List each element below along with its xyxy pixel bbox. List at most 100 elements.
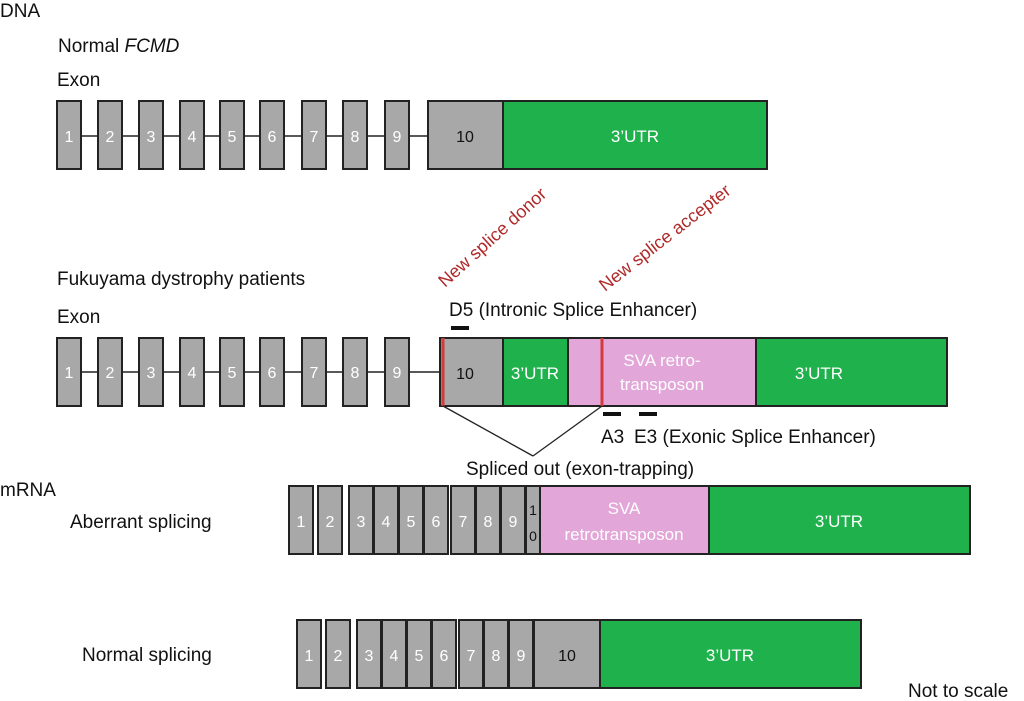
exon-9-label: 9 — [517, 648, 526, 665]
exon-8-label: 8 — [492, 648, 501, 665]
exon-1-label: 1 — [305, 648, 314, 665]
exon-6: 6 — [259, 100, 285, 170]
exon-5: 5 — [219, 337, 245, 407]
exon-1-label: 1 — [65, 365, 74, 382]
utr-box-2: 3’UTR — [755, 337, 948, 407]
exon-10-partial: 1 0 — [525, 485, 541, 555]
exon-9: 9 — [384, 100, 410, 170]
exon-8-label: 8 — [484, 514, 493, 531]
utr-label: 3’UTR — [706, 646, 754, 665]
exon-5: 5 — [219, 100, 245, 170]
exon-label-patients: Exon — [57, 307, 100, 328]
exon-5: 5 — [398, 485, 424, 555]
exon-8: 8 — [342, 100, 368, 170]
spliced-out-line-right — [532, 405, 603, 457]
exon-7: 7 — [458, 619, 484, 689]
exon-2: 2 — [97, 100, 123, 170]
exon-9-label: 9 — [509, 514, 518, 531]
exon-1: 1 — [296, 619, 322, 689]
normal-splicing-label: Normal splicing — [82, 645, 212, 666]
utr-box: 3’UTR — [708, 485, 971, 555]
exon-6-label: 6 — [268, 365, 277, 382]
exon-7: 7 — [301, 337, 327, 407]
exon-3-label: 3 — [147, 129, 156, 146]
exon-3-label: 3 — [147, 365, 156, 382]
exon-1: 1 — [56, 100, 82, 170]
exon-4-label: 4 — [390, 648, 399, 665]
exon-7-label: 7 — [310, 365, 319, 382]
sva-mrna-line-2: retrotransposon — [564, 525, 683, 544]
exon-2-label: 2 — [106, 129, 115, 146]
exon-4-label: 4 — [188, 129, 197, 146]
exon-3: 3 — [348, 485, 374, 555]
sva-mrna-line-1: SVA — [608, 499, 641, 518]
utr-box-1: 3’UTR — [502, 337, 569, 407]
utr-label: 3’UTR — [611, 127, 659, 146]
sva-line-2: transposon — [620, 375, 704, 394]
normal-mrna-track: 1 2 3 4 5 6 7 8 9 10 3’UTR — [296, 619, 862, 689]
exon-3-label: 3 — [357, 514, 366, 531]
exon-4: 4 — [373, 485, 399, 555]
exon-7: 7 — [450, 485, 476, 555]
exon-6-label: 6 — [440, 648, 449, 665]
utr-box: 3’UTR — [599, 619, 862, 689]
exon-7-label: 7 — [459, 514, 468, 531]
exon-2-label: 2 — [326, 514, 335, 531]
normal-gene-name: FCMD — [125, 36, 180, 57]
exon-6: 6 — [259, 337, 285, 407]
exon-9-label: 9 — [393, 129, 402, 146]
exon-10-label-top: 1 — [529, 502, 537, 518]
aberrant-splicing-label: Aberrant splicing — [70, 512, 212, 533]
sva-retrotransposon-box: SVA retrotransposon — [539, 485, 710, 555]
exon-10: 10 — [427, 100, 504, 170]
normal-gene-label: Normal FCMD — [58, 36, 180, 57]
exon-9: 9 — [500, 485, 526, 555]
exon-1: 1 — [56, 337, 82, 407]
exon-5-label: 5 — [228, 129, 237, 146]
exon-6-label: 6 — [268, 129, 277, 146]
exon-1-label: 1 — [65, 129, 74, 146]
exon-3: 3 — [356, 619, 382, 689]
exon-3: 3 — [138, 337, 164, 407]
e3-label: E3 (Exonic Splice Enhancer) — [634, 427, 876, 448]
utr-box: 3’UTR — [502, 100, 768, 170]
spliced-out-line-left — [442, 405, 534, 457]
mrna-label: mRNA — [0, 480, 56, 501]
exon-2: 2 — [317, 485, 343, 555]
exon-2-label: 2 — [106, 365, 115, 382]
a3-label: A3 — [601, 427, 624, 448]
exon-label-normal: Exon — [57, 70, 100, 91]
exon-1-label: 1 — [297, 514, 306, 531]
patients-label: Fukuyama dystrophy patients — [57, 269, 305, 290]
exon-5-label: 5 — [228, 365, 237, 382]
exon-2: 2 — [97, 337, 123, 407]
not-to-scale-label: Not to scale — [908, 681, 1008, 701]
d5-label: D5 (Intronic Splice Enhancer) — [449, 300, 697, 321]
utr-label: 3’UTR — [815, 512, 863, 531]
normal-dna-track: 1 2 3 4 5 6 7 8 9 10 3’UTR — [56, 100, 768, 170]
exon-9: 9 — [508, 619, 534, 689]
exon-10-label: 10 — [456, 129, 474, 146]
exon-3: 3 — [138, 100, 164, 170]
exon-8: 8 — [342, 337, 368, 407]
exon-1: 1 — [288, 485, 314, 555]
exon-4: 4 — [179, 100, 205, 170]
exon-9-label: 9 — [393, 365, 402, 382]
sva-retrotransposon-box: SVA retro- transposon — [567, 337, 757, 407]
spliced-out-label: Spliced out (exon-trapping) — [466, 459, 694, 480]
normal-gene-prefix: Normal — [58, 36, 125, 57]
exon-2-label: 2 — [334, 648, 343, 665]
aberrant-mrna-track: 1 2 3 4 5 6 7 8 9 1 0 SVA retrotransposo… — [288, 485, 971, 555]
exon-5: 5 — [406, 619, 432, 689]
utr-label-1: 3’UTR — [511, 364, 559, 383]
exon-4-label: 4 — [382, 514, 391, 531]
exon-6: 6 — [431, 619, 457, 689]
new-splice-accepter-label: New splice accepter — [595, 180, 734, 295]
exon-3-label: 3 — [365, 648, 374, 665]
exon-5-label: 5 — [407, 514, 416, 531]
exon-10: 10 — [533, 619, 601, 689]
exon-7: 7 — [301, 100, 327, 170]
exon-9: 9 — [384, 337, 410, 407]
patient-dna-track: 1 2 3 4 5 6 7 8 9 10 3’UTR SVA retro- tr… — [56, 337, 948, 407]
